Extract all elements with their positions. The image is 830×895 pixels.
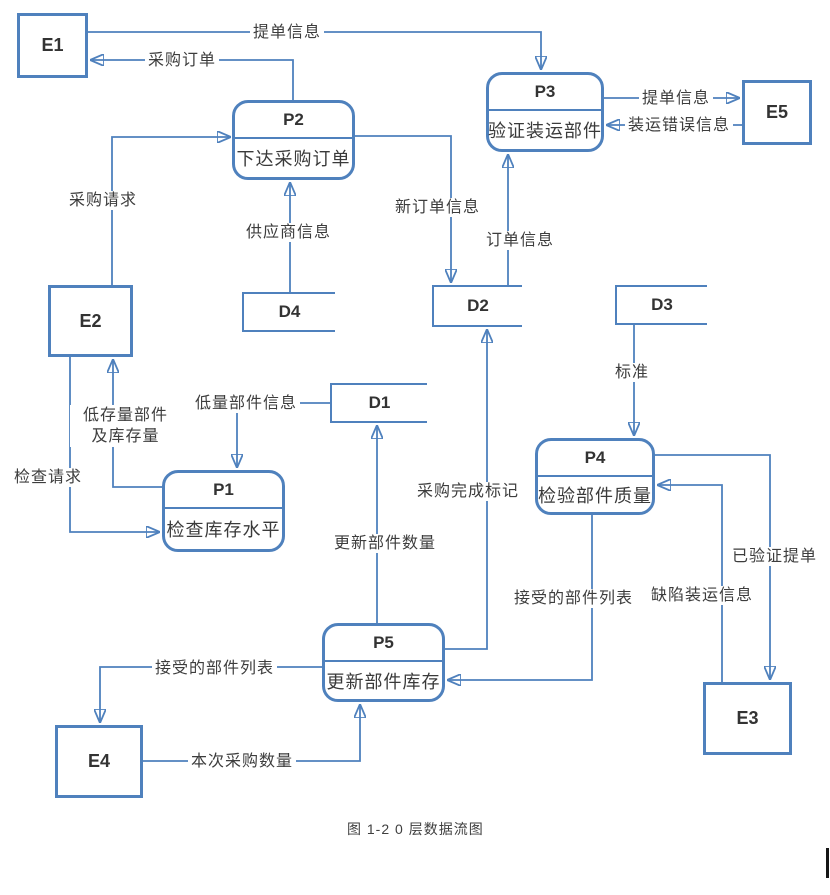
- entity-e3: E3: [703, 682, 792, 755]
- process-p3-id: P3: [489, 75, 601, 111]
- entity-e5: E5: [742, 80, 812, 145]
- process-p4: P4 检验部件质量: [535, 438, 655, 515]
- flow-bill-info-top-line: [88, 31, 541, 69]
- store-d3: D3: [615, 285, 707, 325]
- flow-label-accepted-parts-p5e4: 接受的部件列表: [152, 659, 278, 678]
- process-p5-id: P5: [325, 626, 442, 662]
- flow-low-stock-parts-line: [113, 360, 162, 488]
- flow-label-new-order-info: 新订单信息: [392, 198, 484, 217]
- flow-label-check-request: 检查请求: [11, 468, 86, 487]
- store-d4: D4: [242, 292, 335, 332]
- flow-purchase-request-line: [111, 137, 230, 285]
- flow-label-low-qty-parts-info: 低量部件信息: [192, 394, 301, 413]
- flow-label-low-stock-parts: 低存量部件 及库存量: [70, 405, 181, 447]
- process-p2-id: P2: [235, 103, 352, 139]
- flow-label-low-stock-parts-line2: 及库存量: [91, 428, 160, 445]
- process-p2: P2 下达采购订单: [232, 100, 355, 180]
- entity-e2: E2: [48, 285, 133, 357]
- flow-label-low-stock-parts-line1: 低存量部件: [82, 407, 168, 424]
- process-p4-id: P4: [538, 441, 652, 477]
- flow-label-purchase-qty: 本次采购数量: [188, 752, 297, 771]
- flow-label-purchase-request: 采购请求: [66, 191, 141, 210]
- flow-verified-bill-line: [655, 454, 770, 679]
- flow-label-purchase-done-flag: 采购完成标记: [414, 482, 523, 501]
- flow-label-accepted-parts-p4p5: 接受的部件列表: [511, 589, 637, 608]
- flow-label-update-parts-qty: 更新部件数量: [331, 534, 440, 553]
- text-cursor-artifact: [826, 848, 829, 878]
- process-p1-id: P1: [165, 473, 282, 509]
- process-p4-name: 检验部件质量: [538, 485, 652, 506]
- flow-label-bill-info-top: 提单信息: [250, 23, 325, 42]
- flow-label-defect-shipping: 缺陷装运信息: [648, 586, 757, 605]
- flow-purchase-done-flag-line: [445, 330, 487, 650]
- flow-label-bill-info-right: 提单信息: [639, 89, 714, 108]
- flow-label-order-info: 订单信息: [483, 231, 558, 250]
- process-p1: P1 检查库存水平: [162, 470, 285, 552]
- flow-label-shipping-error-info: 装运错误信息: [625, 116, 734, 135]
- flow-accepted-parts-p4p5-line: [448, 515, 593, 680]
- flow-label-standard: 标准: [612, 363, 653, 382]
- entity-e4: E4: [55, 725, 143, 798]
- process-p3-name: 验证装运部件: [488, 121, 602, 141]
- process-p1-name: 检查库存水平: [166, 520, 281, 540]
- process-p2-name: 下达采购订单: [236, 149, 351, 169]
- store-d1: D1: [330, 383, 427, 423]
- process-p3: P3 验证装运部件: [486, 72, 604, 152]
- figure-caption: 图 1-2 0 层数据流图: [347, 821, 484, 837]
- flow-label-purchase-order: 采购订单: [145, 51, 220, 70]
- flow-defect-shipping-line: [658, 485, 723, 682]
- store-d2: D2: [432, 285, 522, 327]
- flow-label-verified-bill: 已验证提单: [729, 547, 821, 566]
- flow-new-order-info-line: [355, 135, 451, 282]
- process-p5-name: 更新部件库存: [326, 671, 441, 692]
- entity-e1: E1: [17, 13, 88, 78]
- flow-label-supplier-info: 供应商信息: [243, 223, 335, 242]
- process-p5: P5 更新部件库存: [322, 623, 445, 702]
